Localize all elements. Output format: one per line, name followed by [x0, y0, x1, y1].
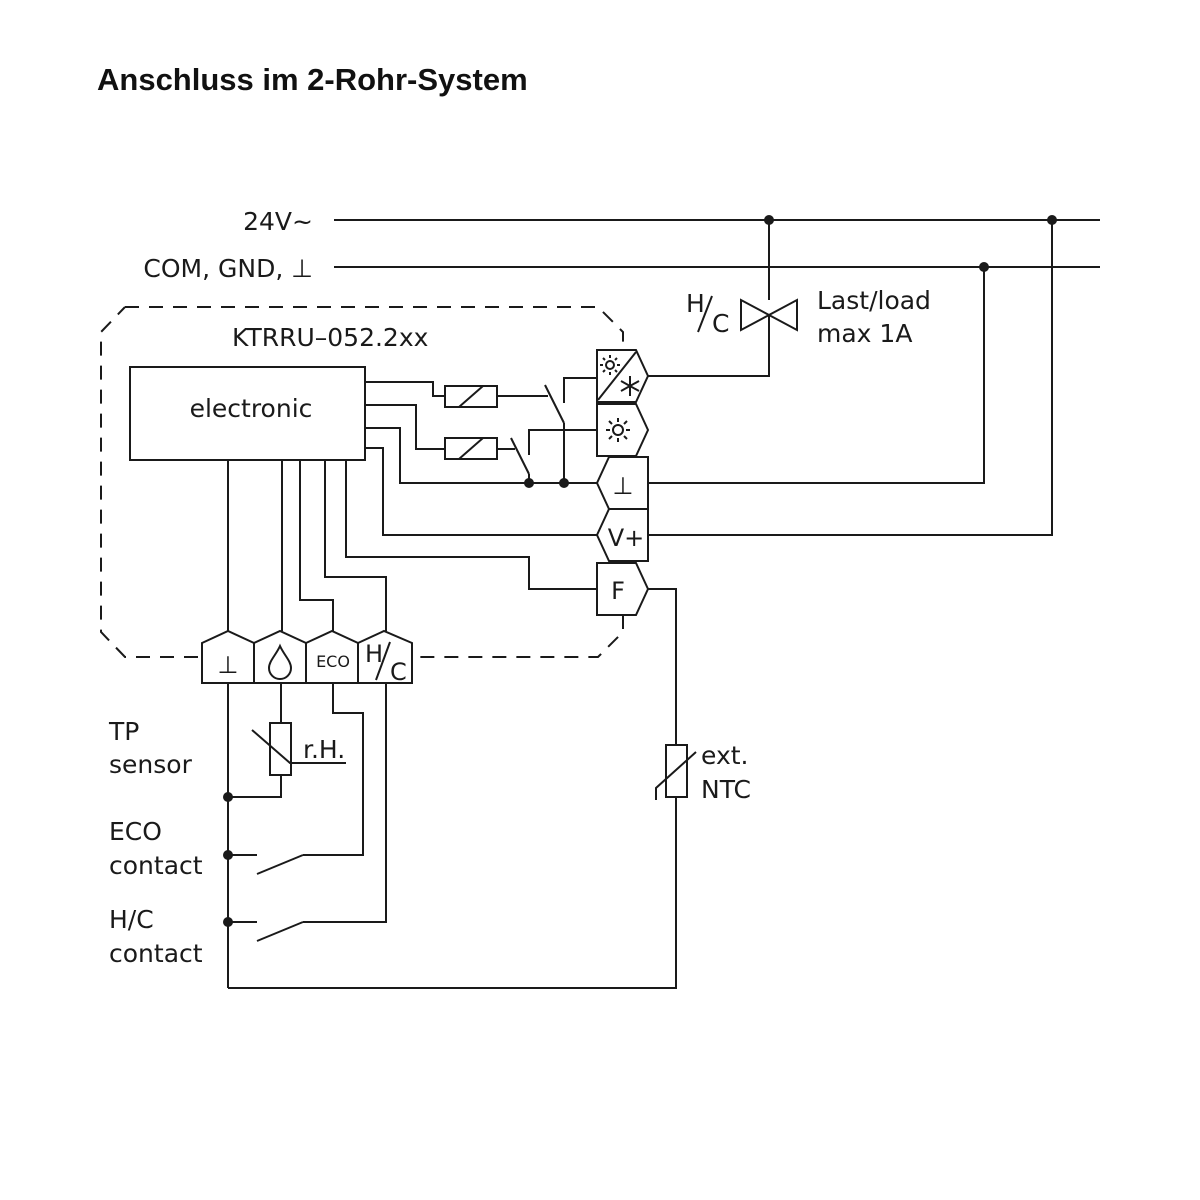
terminal-bottom-drop: [253, 629, 307, 684]
relay-coil-slash: [458, 385, 484, 408]
terminal-vplus-label: V+: [608, 524, 645, 552]
ground-icon: ⊥: [218, 651, 239, 679]
junction-dot: [559, 478, 569, 488]
hc-contact-label-hc: H/C: [109, 905, 154, 934]
water-drop-icon: [267, 643, 293, 680]
hc-contact-switch: [256, 921, 304, 942]
wire: [563, 377, 597, 403]
rh-label: r.H.: [303, 735, 345, 764]
supply-lines: 24V~ COM, GND, ⊥: [143, 207, 1100, 283]
relay-wiring: [345, 377, 597, 590]
terminal-sun: [596, 403, 650, 457]
sun-icon: [606, 418, 630, 442]
wire: [365, 447, 597, 536]
electronic-label: electronic: [190, 394, 313, 423]
ntc-slash: [655, 751, 697, 800]
device-model-label: KTRRU–052.2xx: [232, 323, 428, 352]
relay-contact: [510, 437, 530, 475]
wire: [365, 427, 597, 484]
wire: [528, 429, 597, 455]
wire: [303, 683, 387, 923]
rh-slash: [251, 729, 346, 764]
terminal-sun-snow: [596, 349, 650, 403]
tp-label-sensor: sensor: [109, 750, 193, 779]
ntc-label-ntc: NTC: [701, 775, 751, 804]
valve-body-right: [766, 298, 798, 332]
terminal-f-label: F: [611, 577, 625, 605]
sun-snow-divider: [597, 351, 637, 401]
sun-snowflake-icon: [600, 355, 640, 396]
wire: [365, 404, 445, 450]
wire: [324, 460, 387, 631]
heat-cool-icon: H C: [365, 640, 407, 686]
device-boundary: [100, 306, 624, 658]
wire: [648, 267, 985, 484]
wire: [299, 460, 334, 631]
heat-cool-slash: [375, 641, 391, 681]
wire: [365, 381, 445, 397]
eco-contact-label-eco: ECO: [109, 817, 162, 846]
relay-coil-slash: [458, 437, 484, 460]
label-24v: 24V~: [243, 207, 313, 236]
junction-dot: [524, 478, 534, 488]
relay-contact: [544, 384, 565, 424]
terminal-eco-label: ECO: [316, 652, 350, 671]
tp-label-tp: TP: [108, 717, 139, 746]
junction-dot: [223, 917, 233, 927]
junction-dot: [223, 792, 233, 802]
valve-max-label: max 1A: [817, 319, 912, 348]
terminal-vplus: [595, 508, 649, 562]
valve-body-left: [740, 298, 772, 332]
sensor-circuit: r.H. TP sensor ECO contact H/C contact: [108, 683, 677, 989]
bottom-terminal-block: ⊥ ECO H C: [201, 629, 413, 686]
valve-load-label: Last/load: [817, 286, 931, 315]
wire: [303, 683, 364, 856]
ntc-sensor: ext. NTC: [655, 741, 751, 804]
valve-hc-slash: [697, 295, 713, 333]
terminal-bottom-hc: [357, 629, 413, 684]
hc-contact-label-contact: contact: [109, 939, 203, 968]
wire: [648, 588, 677, 745]
valve: H C Last/load max 1A: [686, 220, 931, 377]
junction-dot: [223, 850, 233, 860]
ntc-resistor: [665, 744, 688, 798]
eco-contact-label-contact: contact: [109, 851, 203, 880]
valve-hc-h: H: [686, 289, 705, 318]
right-terminal-block: ⊥ V+ F: [595, 349, 650, 616]
terminal-f: [596, 562, 650, 616]
valve-hc-c: C: [712, 309, 729, 338]
wire: [228, 775, 282, 798]
heat-cool-icon-h: H: [365, 640, 383, 668]
wire: [648, 220, 1053, 536]
electronic-block: [129, 366, 366, 461]
heat-cool-icon-c: C: [390, 658, 407, 686]
ntc-label-ext: ext.: [701, 741, 749, 770]
eco-contact-switch: [256, 854, 304, 875]
page-title: Anschluss im 2-Rohr-System: [97, 62, 528, 97]
label-com: COM, GND, ⊥: [143, 254, 313, 283]
wire: [345, 460, 597, 590]
terminal-gnd-symbol: ⊥: [613, 472, 634, 500]
wire: [228, 797, 677, 989]
